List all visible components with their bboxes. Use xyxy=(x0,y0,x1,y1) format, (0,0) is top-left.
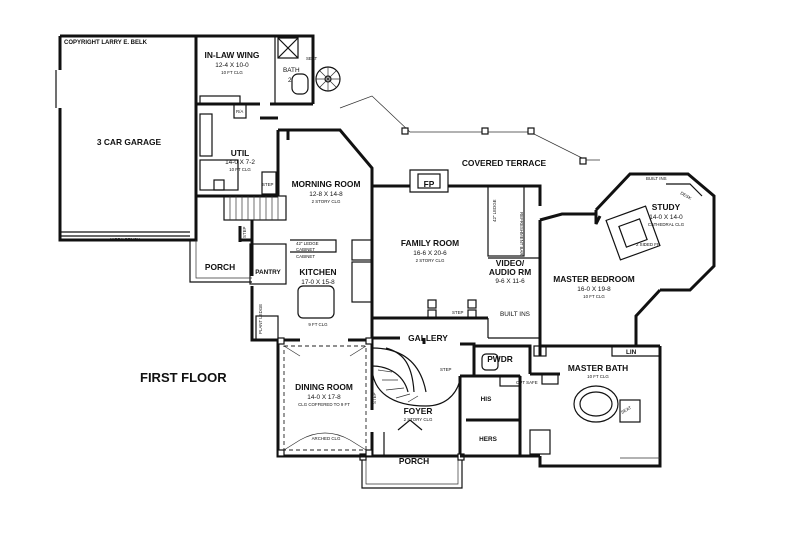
morning-kitchen-walls xyxy=(240,128,374,342)
study-clg: CATHEDRAL CLG xyxy=(648,222,685,227)
video-dims: 9-6 X 11-6 xyxy=(495,278,525,285)
ledge-label: 42" LEDGE xyxy=(296,241,319,246)
inlaw-name: IN-LAW WING xyxy=(205,50,260,60)
dining-walls xyxy=(276,337,373,458)
master-bed-name: MASTER BEDROOM xyxy=(553,274,634,284)
study-walls xyxy=(594,172,716,292)
inlaw-dims: 12-4 X 10-0 xyxy=(215,62,249,69)
copyright-text: COPYRIGHT LARRY E. BELK xyxy=(64,40,148,46)
refreshment-label: REFRESHMENT BAR xyxy=(519,212,524,256)
master-bed-dims: 16-0 X 19-8 xyxy=(577,286,611,293)
seat2-label: SEAT xyxy=(620,405,632,415)
dining-note: ARCHED CLG xyxy=(312,436,341,441)
garage-name: 3 CAR GARAGE xyxy=(97,137,162,147)
ledge-label-v: 42" LEDGE xyxy=(492,199,497,222)
kitchen-name: KITCHEN xyxy=(299,267,336,277)
bath2-num: 2 xyxy=(288,77,292,84)
cabinet1-label: CABINET xyxy=(296,247,315,252)
safe-label: OPT SAFE xyxy=(516,380,538,385)
hers-name: HERS xyxy=(479,436,497,443)
seat-label: SEAT xyxy=(306,56,317,61)
pwdr-name: PWDR xyxy=(487,354,513,364)
family-room-walls xyxy=(372,169,542,338)
video-line1: VIDEO/ xyxy=(496,258,525,268)
util-dims: 14-0 X 7-2 xyxy=(225,159,255,166)
built-ins-label: BUILT INS xyxy=(500,311,530,318)
kitchen-clg: 9 FT CLG xyxy=(308,322,328,327)
fp-label: FP xyxy=(424,179,435,189)
cabinet2-label: CABINET xyxy=(296,254,315,259)
garage-note: WORK BENCH xyxy=(110,237,140,242)
study-name: STUDY xyxy=(652,202,681,212)
step-gallery: STEP xyxy=(440,367,452,372)
porch-side-outline xyxy=(189,226,252,283)
master-bath-name: MASTER BATH xyxy=(568,363,628,373)
dining-clg: CLG COFFERED TO 9 FT xyxy=(298,402,350,407)
study-builtins: BUILT INS xyxy=(646,176,667,181)
util-name: UTIL xyxy=(231,148,250,158)
step-porch: STEP xyxy=(242,226,247,238)
gallery-name: GALLERY xyxy=(408,333,448,343)
dining-name: DINING ROOM xyxy=(295,382,353,392)
ra-label: R/A xyxy=(236,109,243,114)
video-line2: AUDIO RM xyxy=(489,267,531,277)
morning-clg: 2 STORY CLG xyxy=(312,199,341,204)
inlaw-walls xyxy=(196,34,315,119)
terrace-outline xyxy=(339,95,600,165)
pantry-name: PANTRY xyxy=(255,269,281,276)
step-util: STEP xyxy=(262,182,274,187)
plant-ledge-label: PLANT LEDGE xyxy=(258,304,263,334)
desk-label: DESK xyxy=(680,191,693,201)
inlaw-clg: 10 FT CLG xyxy=(221,70,243,75)
util-clg: 10 FT CLG xyxy=(229,167,251,172)
fp-study-label: 2 SIDED FP xyxy=(636,242,660,247)
family-clg: 2 STORY CLG xyxy=(416,258,445,263)
bath2-name: BATH xyxy=(283,67,300,74)
gallery-foyer-walls xyxy=(370,336,476,458)
lin-label: LIN xyxy=(626,349,637,356)
misc-walls xyxy=(487,318,560,376)
family-dims: 16-6 X 20-6 xyxy=(413,250,447,257)
family-name: FAMILY ROOM xyxy=(401,238,459,248)
foyer-name: FOYER xyxy=(404,406,433,416)
terrace-name: COVERED TERRACE xyxy=(462,158,547,168)
morning-name: MORNING ROOM xyxy=(292,179,361,189)
floor-label: FIRST FLOOR xyxy=(140,370,227,385)
spiral-stair xyxy=(315,66,341,92)
porch-front-name: PORCH xyxy=(399,456,429,466)
master-bed-clg: 10 FT CLG xyxy=(583,294,605,299)
porch-side-name: PORCH xyxy=(205,262,235,272)
main-stair xyxy=(223,195,287,221)
study-dims: 14-0 X 14-0 xyxy=(649,214,683,221)
step-dining: STEP xyxy=(372,392,377,404)
dining-dims: 14-0 X 17-8 xyxy=(307,394,341,401)
master-bath-walls xyxy=(529,344,662,468)
master-bath-clg: 10 FT CLG xyxy=(587,374,609,379)
foyer-clg: 2 STORY CLG xyxy=(404,417,433,422)
closets-walls xyxy=(460,344,547,458)
kitchen-dims: 17-0 X 15-8 xyxy=(301,279,335,286)
step-family: STEP xyxy=(452,310,464,315)
his-name: HIS xyxy=(481,396,492,403)
morning-dims: 12-8 X 14-8 xyxy=(309,191,343,198)
master-bedroom-walls xyxy=(538,212,662,348)
